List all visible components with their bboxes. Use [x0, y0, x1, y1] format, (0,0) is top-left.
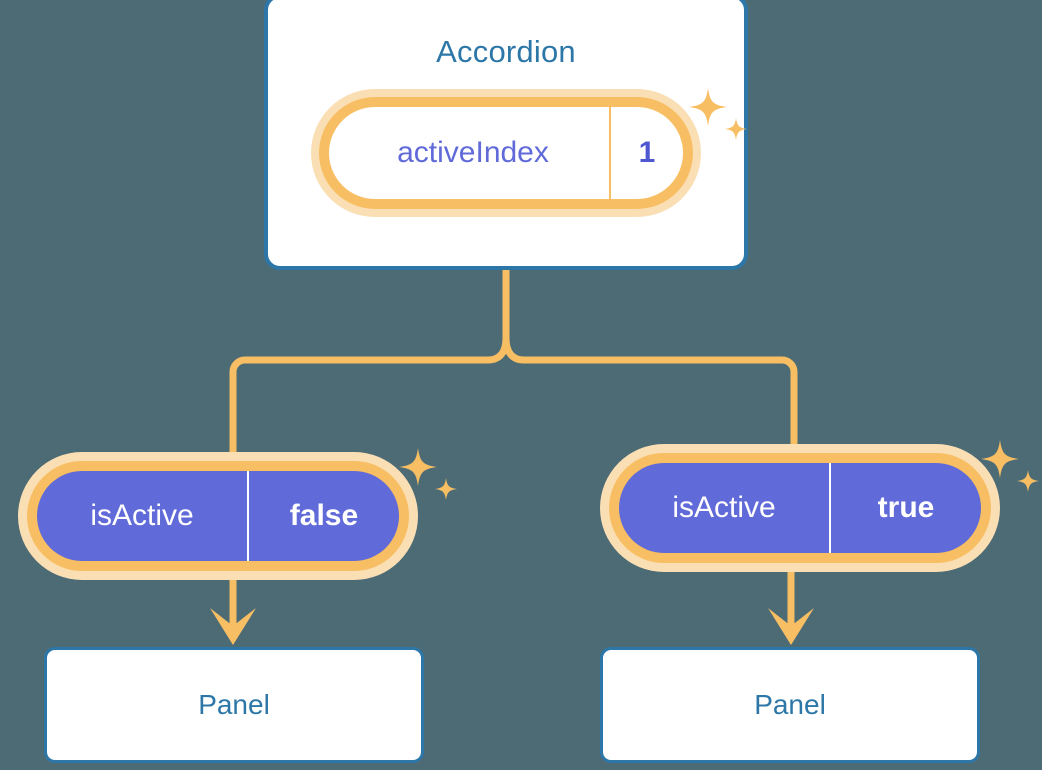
panel-card-left[interactable]: Panel — [44, 647, 424, 763]
state-key-label: isActive — [672, 491, 776, 524]
state-value-label: false — [289, 499, 359, 532]
state-value-label: true — [877, 491, 935, 524]
pill-divider — [829, 463, 831, 553]
down-arrow-icon-left — [210, 578, 256, 645]
page-title: Accordion — [436, 34, 576, 69]
state-pill-isactive-true[interactable]: isActive true — [600, 444, 1000, 572]
panel-label: Panel — [198, 689, 270, 720]
panel-card-right[interactable]: Panel — [600, 647, 980, 763]
state-key-label: activeIndex — [397, 136, 549, 169]
state-pill-activeindex[interactable]: activeIndex 1 — [311, 89, 701, 217]
state-value-label: 1 — [638, 136, 656, 169]
pill-body: isActive true — [619, 463, 981, 553]
state-pill-isactive-false[interactable]: isActive false — [18, 452, 418, 580]
pill-body: activeIndex 1 — [329, 107, 683, 199]
pill-divider — [609, 107, 611, 199]
state-key-label: isActive — [90, 499, 194, 532]
connector-to-right-child — [502, 334, 798, 464]
pill-divider — [247, 471, 249, 561]
panel-label: Panel — [754, 689, 826, 720]
connector-to-left-child — [229, 334, 510, 474]
accordion-component-card[interactable]: Accordion activeIndex 1 — [264, 0, 748, 270]
down-arrow-icon-right — [768, 570, 814, 645]
pill-body: isActive false — [37, 471, 399, 561]
